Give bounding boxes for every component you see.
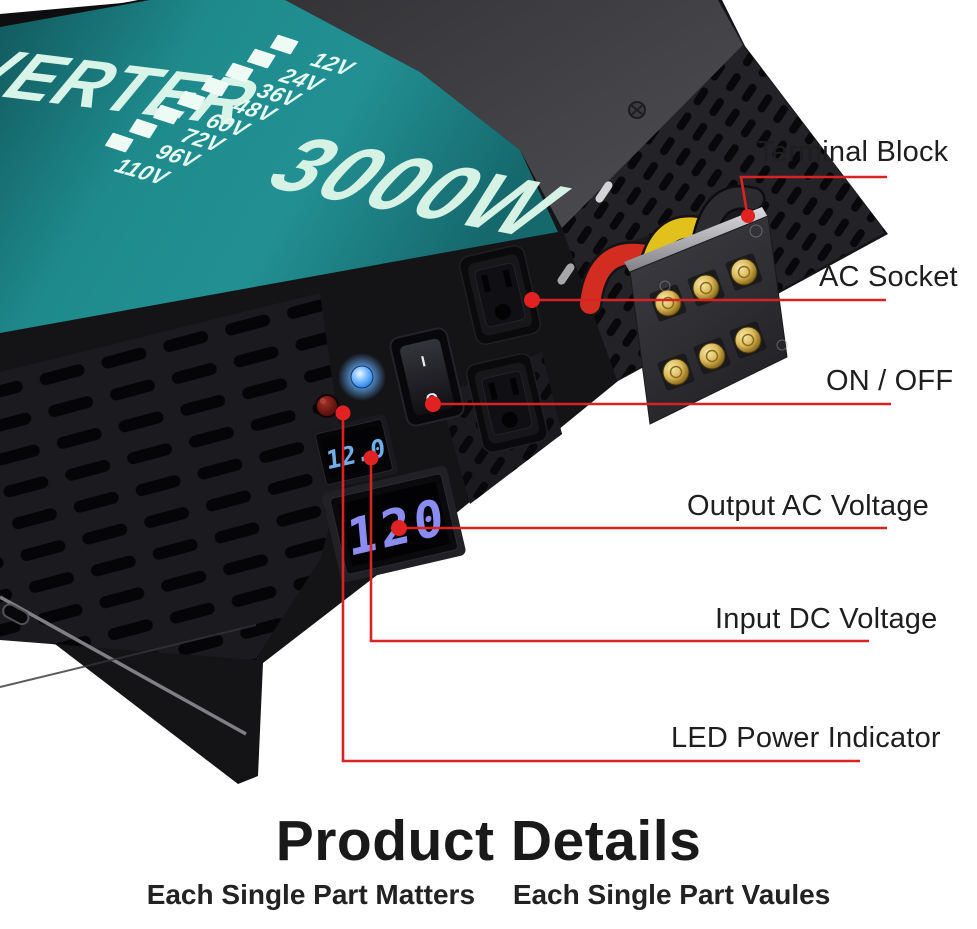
subtitle-left: Each Single Part Matters — [146, 879, 476, 910]
section-subtitle: Each Single Part Matters Each Single Par… — [0, 879, 977, 911]
voltage-checkbox — [105, 132, 134, 153]
voltage-checkbox-grid — [105, 34, 299, 153]
output-ac-dot — [391, 520, 407, 536]
terminal-screws — [649, 253, 767, 391]
front-bottom-edge — [0, 624, 257, 688]
front-vent-slots — [0, 293, 345, 660]
input-dc-dot — [363, 450, 379, 466]
terminal-block-marks — [659, 224, 788, 351]
subtitle-right: Each Single Part Vaules — [512, 879, 831, 910]
terminal-block-edge — [624, 207, 769, 274]
annotation-label-on-off: ON / OFF — [826, 365, 954, 397]
chassis-screw — [628, 101, 646, 119]
voltage-checkbox — [201, 76, 230, 97]
top-surface — [0, 0, 743, 228]
annotation-label-output-ac-voltage: Output AC Voltage — [687, 490, 930, 522]
annotation-dots — [335, 209, 755, 536]
voltage-checkbox — [177, 90, 206, 111]
vent-highlight — [595, 181, 613, 203]
annotation-label-ac-socket: AC Socket — [819, 261, 958, 293]
led-power-line — [341, 413, 860, 763]
bracket-slot-hole — [2, 603, 30, 626]
annotation-lines — [341, 175, 891, 763]
fault-led-red — [315, 394, 339, 418]
ac-outlet-upper — [458, 244, 542, 346]
terminal-block-line — [739, 175, 887, 214]
annotation-label-led-power-indicator: LED Power Indicator — [671, 722, 941, 754]
power-led-blue — [350, 365, 374, 389]
on-off-dot — [425, 396, 441, 412]
input-dc-line — [369, 458, 869, 643]
voltage-checkbox — [270, 34, 299, 55]
voltage-checkbox — [225, 62, 254, 83]
terminal-block — [577, 185, 788, 425]
annotation-label-terminal-block: Terminal Block — [757, 136, 949, 168]
annotation-label-input-dc-voltage: Input DC Voltage — [715, 603, 938, 635]
voltage-checkbox — [129, 118, 158, 139]
fault-led-highlight — [320, 398, 326, 404]
led-power-dot — [335, 405, 351, 421]
ac-socket-dot — [524, 292, 540, 308]
vent-highlight — [557, 263, 575, 285]
bracket-edge-highlight — [0, 595, 247, 736]
voltage-checkbox — [153, 104, 182, 125]
teal-face-panel — [0, 0, 558, 333]
voltage-checkbox — [247, 48, 276, 69]
terminal-block-dot — [741, 209, 755, 223]
section-title: Product Details — [275, 809, 702, 873]
switch-on-mark: I — [420, 353, 428, 371]
